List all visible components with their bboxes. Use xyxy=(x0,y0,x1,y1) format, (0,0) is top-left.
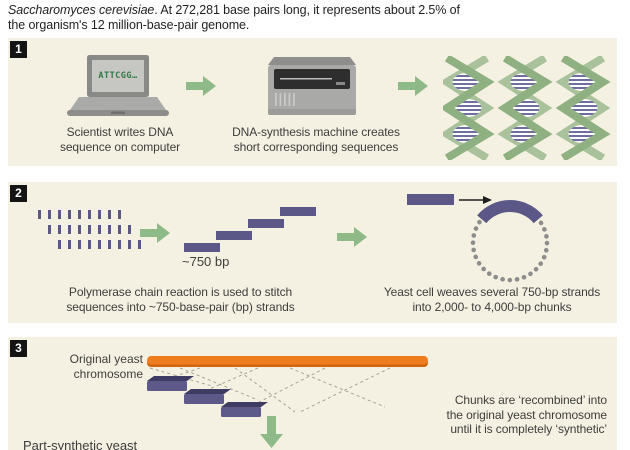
intro-text: Saccharomyces cerevisiae. At 272,281 bas… xyxy=(8,3,460,33)
recombination-graphic xyxy=(147,356,428,448)
original-chromosome-bar xyxy=(147,356,428,365)
arrow-right-icon xyxy=(186,76,216,96)
arrow-right-icon xyxy=(337,227,367,247)
strand-bar xyxy=(216,231,252,240)
dna-synthesis-machine-icon xyxy=(268,57,356,115)
dna-helix-icons xyxy=(443,56,625,160)
intro-line1: . At 272,281 base pairs long, it represe… xyxy=(154,3,460,17)
step-1-panel: 1 ATTCGG… Scientist writes DNA sequence … xyxy=(8,38,617,166)
strand-bar xyxy=(280,207,316,216)
label-part-synthetic: Part-synthetic yeast xyxy=(23,438,138,450)
laptop-screen-sequence: ATTCGG… xyxy=(98,71,138,81)
thin-arrow-icon xyxy=(459,196,492,204)
strand-bar xyxy=(184,243,220,252)
label-original-chromosome: Original yeast chromosome xyxy=(69,352,143,381)
arrow-down-icon xyxy=(260,416,283,448)
short-sequences-row xyxy=(38,210,121,219)
arrow-right-icon xyxy=(140,223,170,243)
caption-machine: DNA-synthesis machine creates short corr… xyxy=(232,125,400,154)
caption-scientist: Scientist writes DNA sequence on compute… xyxy=(59,125,181,154)
step-2-panel: 2 ~750 bp Polymerase chain react xyxy=(8,182,617,323)
step-3-badge: 3 xyxy=(10,340,27,357)
arrow-right-icon xyxy=(398,76,428,96)
caption-recombine: Chunks are ‘recombined’ into the origina… xyxy=(446,393,607,436)
strand-bar xyxy=(407,194,454,205)
strand-bar xyxy=(248,219,284,228)
intro-line2: the organism's 12 million-base-pair geno… xyxy=(8,18,250,32)
dna-chunks xyxy=(147,376,268,417)
species-name: Saccharomyces cerevisiae xyxy=(8,3,155,17)
short-sequences-row xyxy=(58,240,141,249)
caption-yeast-weave: Yeast cell weaves several 750-bp strands… xyxy=(383,285,601,314)
step-1-badge: 1 xyxy=(10,41,27,58)
caption-pcr: Polymerase chain reaction is used to sti… xyxy=(66,285,295,314)
short-sequences-row xyxy=(48,225,131,234)
laptop-icon xyxy=(67,55,169,116)
step-2-badge: 2 xyxy=(10,185,27,202)
bp-label: ~750 bp xyxy=(182,254,230,269)
yeast-plasmid-icon xyxy=(470,200,550,283)
step-3-panel: 3 Original yeast chromosome xyxy=(8,337,617,450)
